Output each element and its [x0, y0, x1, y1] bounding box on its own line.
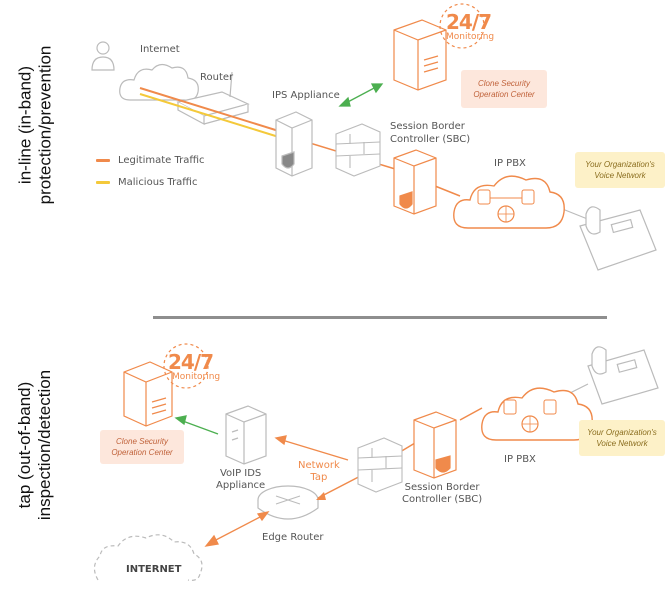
desk-phone-icon: [579, 206, 657, 271]
label-edge-router: Edge Router: [262, 532, 324, 543]
label-voip-ids: VoIP IDS Appliance: [216, 468, 265, 492]
label-sbc-bottom-line1: Session Border: [404, 482, 480, 493]
voip-ids-appliance-icon: [225, 405, 267, 465]
legend-legitimate: Legitimate Traffic: [96, 155, 205, 166]
label-internet: Internet: [140, 44, 180, 55]
monitoring-bottom-label: Monitoring: [172, 372, 221, 382]
label-sbc-line1: Session Border: [390, 121, 465, 132]
label-network-tap-line2: Tap: [310, 472, 328, 483]
pbx-phone-icon: [477, 189, 535, 205]
label-internet-bottom: INTERNET: [126, 564, 182, 575]
legend-malicious-swatch: [96, 181, 110, 184]
org-line2: Voice Network: [594, 171, 646, 180]
internet-cloud-icon: [119, 63, 199, 101]
label-voip-ids-line2: Appliance: [216, 480, 266, 491]
traffic-line-malicious-1: [139, 93, 283, 139]
label-sbc-bottom-line2: Controller (SBC): [402, 494, 483, 505]
monitoring-dashed-circle-bottom-icon: [163, 343, 209, 389]
section-divider: [153, 316, 607, 319]
soc-bottom-line2: Operation Center: [111, 448, 173, 457]
label-sbc-line2: Controller (SBC): [390, 134, 471, 145]
org-voice-network-bottom-box: Your Organization's Voice Network: [579, 420, 665, 456]
monitoring-label: Monitoring: [446, 32, 495, 42]
desk-phone-bottom-icon: [587, 346, 659, 405]
label-ip-pbx: IP PBX: [494, 158, 526, 169]
legend-legitimate-label: Legitimate Traffic: [118, 155, 205, 166]
label-ip-pbx-bottom: IP PBX: [504, 454, 536, 465]
org-bottom-line2: Voice Network: [596, 439, 648, 448]
pbx-phone-bottom-icon: [503, 399, 557, 415]
internet-cloud-bottom-icon: [93, 534, 203, 581]
label-sbc-bottom: Session Border Controller (SBC): [402, 482, 482, 506]
edge-router-icon: [257, 485, 319, 520]
legend-legitimate-swatch: [96, 159, 110, 162]
router-internet-arrow: [204, 511, 270, 547]
monitoring-server-icon: [393, 19, 447, 91]
green-bidirectional-arrow: [338, 83, 384, 107]
legend-malicious-label: Malicious Traffic: [118, 177, 198, 188]
soc-box: Clone Security Operation Center: [461, 70, 547, 108]
soc-bottom-box: Clone Security Operation Center: [100, 430, 184, 464]
sbc-server-bottom-icon: [413, 411, 457, 479]
green-arrow-bottom: [174, 415, 219, 435]
user-icon: [91, 41, 115, 71]
label-ips-appliance: IPS Appliance: [272, 90, 340, 101]
label-network-tap: Network Tap: [298, 460, 340, 484]
org-voice-network-box: Your Organization's Voice Network: [575, 152, 665, 188]
link-router-firewall-arrowhead: [316, 492, 326, 500]
monitoring-247-bottom-label: 24/7: [168, 350, 214, 374]
ip-pbx-cloud-bottom-icon: [481, 387, 593, 441]
monitoring-247-label: 24/7: [446, 10, 492, 34]
label-sbc: Session Border Controller (SBC): [390, 120, 470, 146]
org-bottom-line1: Your Organization's: [587, 428, 657, 437]
soc-line1: Clone Security: [477, 79, 531, 88]
org-line1: Your Organization's: [585, 160, 655, 169]
firewall-icon: [335, 123, 381, 177]
firewall-bottom-icon: [357, 437, 403, 493]
label-router: Router: [200, 72, 234, 83]
ips-appliance-icon: [275, 111, 313, 177]
monitoring-dashed-circle-icon: [439, 3, 485, 49]
sbc-server-icon: [393, 149, 437, 215]
label-network-tap-line1: Network: [298, 460, 340, 471]
soc-bottom-line1: Clone Security: [115, 437, 169, 446]
monitoring-server-bottom-icon: [123, 361, 173, 427]
ip-pbx-cloud-icon: [453, 175, 565, 229]
network-tap-arrow: [274, 435, 349, 461]
soc-line2: Operation Center: [473, 90, 535, 99]
label-voip-ids-line1: VoIP IDS: [219, 468, 262, 479]
link-sbc-pbx: [459, 407, 483, 421]
traffic-line-legit-1: [139, 87, 283, 133]
legend-malicious: Malicious Traffic: [96, 177, 197, 188]
